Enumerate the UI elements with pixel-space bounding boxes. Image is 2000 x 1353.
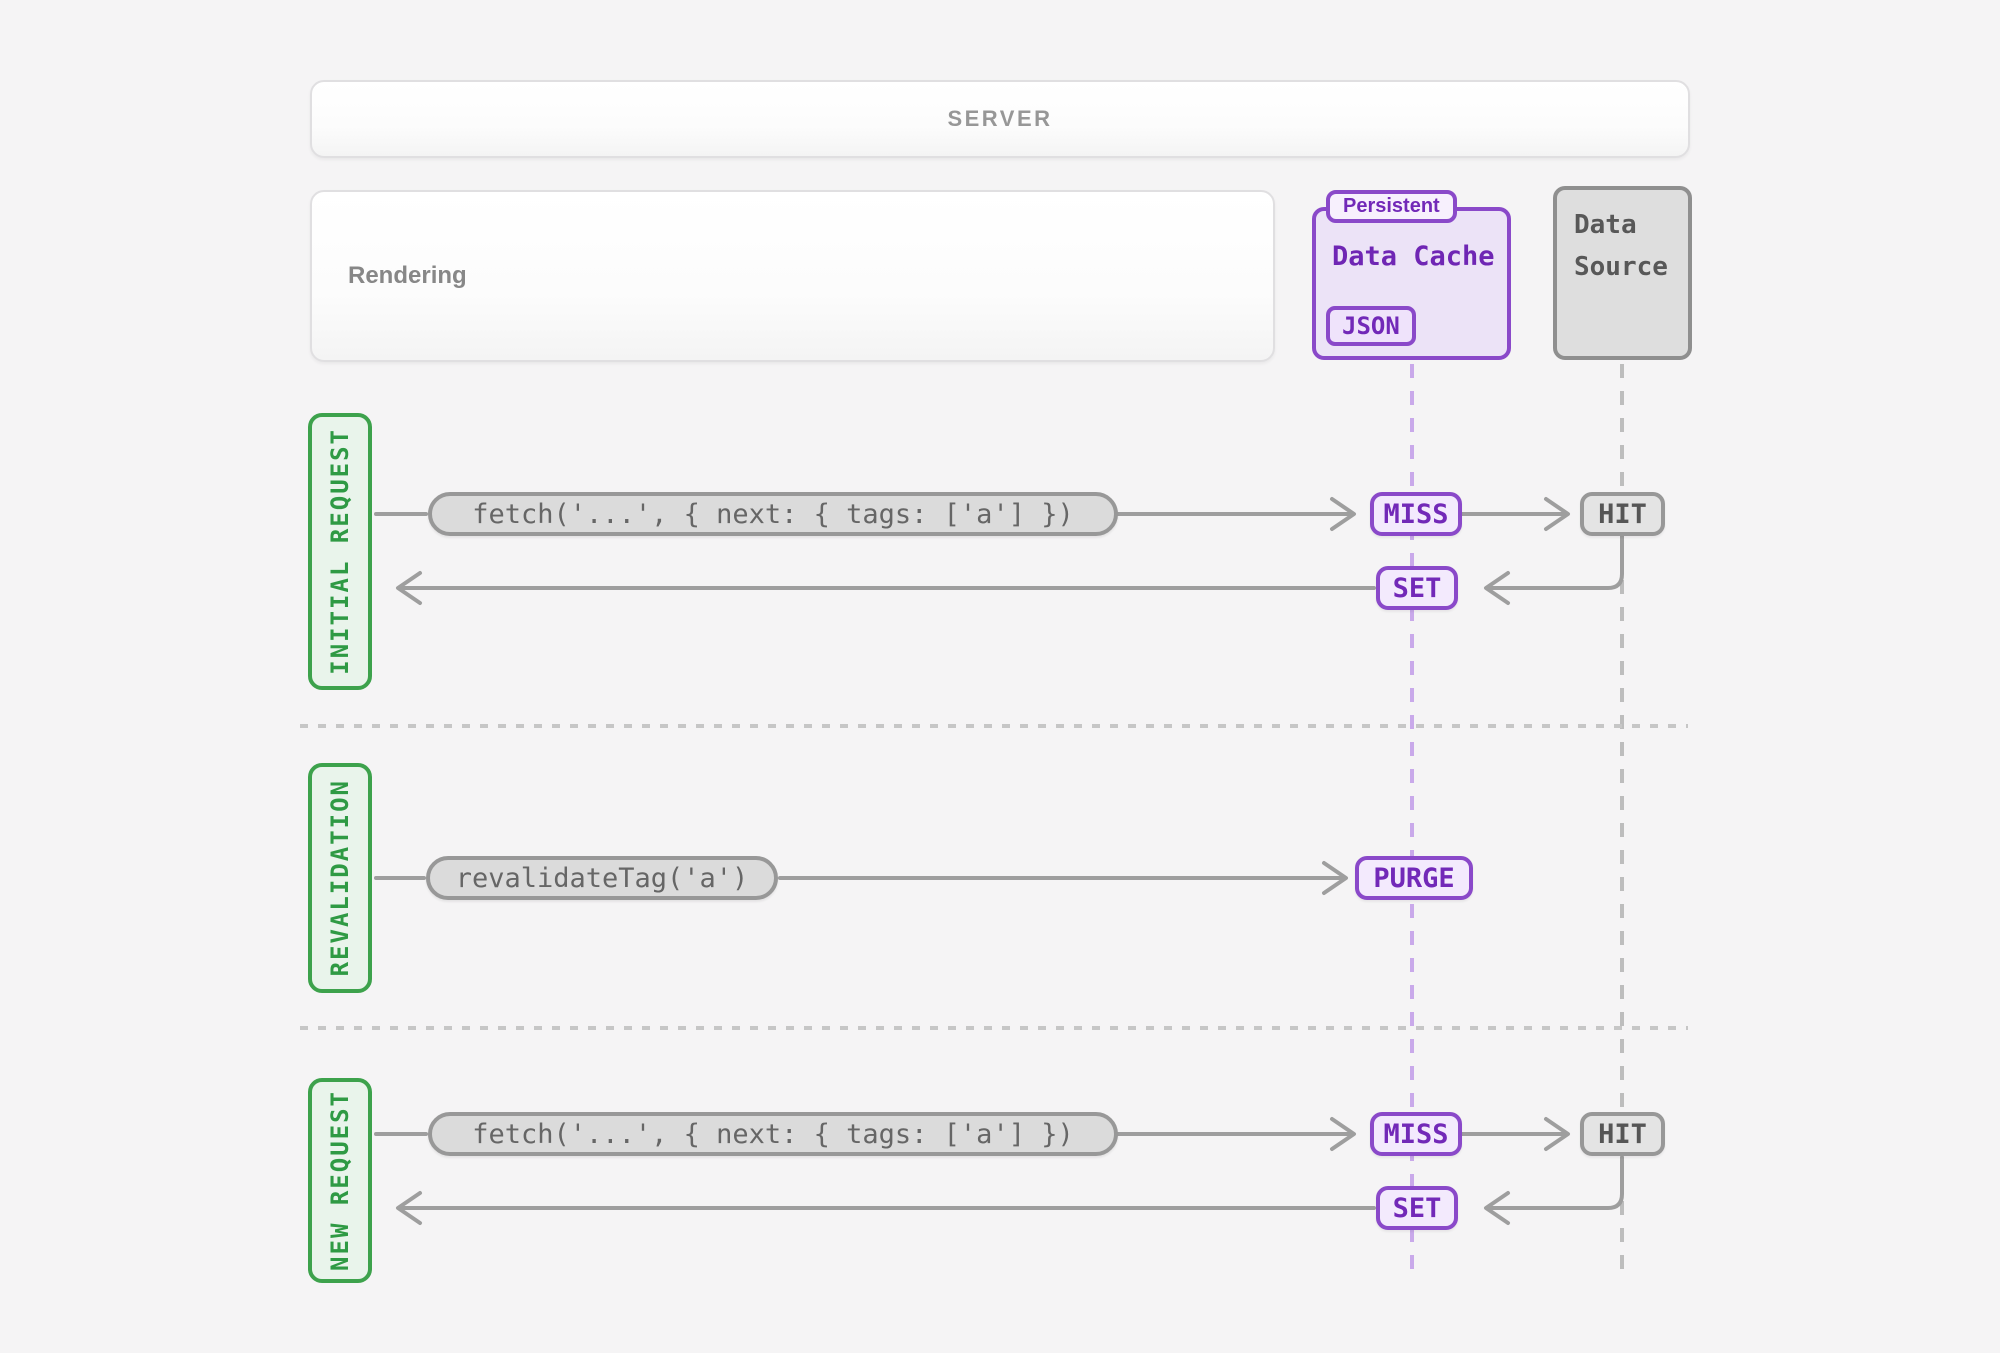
stage-label-text: NEW REQUEST (326, 1090, 354, 1271)
fetch-call-pill: fetch('...', { next: { tags: ['a'] }) (428, 492, 1118, 536)
data-cache-box: Persistent Data Cache JSON (1312, 190, 1511, 360)
revalidate-tag-pill: revalidateTag('a') (426, 856, 778, 900)
server-container: SERVER (310, 80, 1690, 158)
miss-badge: MISS (1370, 1112, 1462, 1156)
stage-label-text: INITIAL REQUEST (326, 428, 354, 675)
arrowhead-left-icon (1484, 571, 1510, 605)
arrowhead-left-icon (396, 571, 422, 605)
data-cache-title: Data Cache (1332, 241, 1495, 272)
arrowhead-right-icon (1322, 861, 1348, 895)
arrow-hit-to-set (1488, 534, 1624, 590)
stage-label-text: REVALIDATION (326, 779, 354, 977)
json-badge: JSON (1326, 306, 1416, 346)
arrowhead-right-icon (1544, 497, 1570, 531)
arrow-hit-to-set (1488, 1156, 1624, 1210)
miss-badge: MISS (1370, 492, 1462, 536)
set-badge: SET (1376, 566, 1458, 610)
arrowhead-right-icon (1330, 497, 1356, 531)
set-badge: SET (1376, 1186, 1458, 1230)
arrowhead-left-icon (396, 1191, 422, 1225)
rendering-label: Rendering (348, 262, 467, 289)
arrowhead-left-icon (1484, 1191, 1510, 1225)
hit-badge: HIT (1580, 1112, 1665, 1156)
stage-label-initial-request: INITIAL REQUEST (308, 413, 372, 690)
hit-badge: HIT (1580, 492, 1665, 536)
arrowhead-right-icon (1544, 1117, 1570, 1151)
arrowhead-right-icon (1330, 1117, 1356, 1151)
rendering-container: Rendering (310, 190, 1275, 362)
purge-badge: PURGE (1355, 856, 1473, 900)
data-source-box: Data Source (1553, 186, 1692, 360)
persistent-tag: Persistent (1326, 190, 1457, 223)
server-label: SERVER (947, 106, 1053, 131)
stage-label-revalidation: REVALIDATION (308, 763, 372, 993)
stage-label-new-request: NEW REQUEST (308, 1078, 372, 1283)
fetch-call-pill: fetch('...', { next: { tags: ['a'] }) (428, 1112, 1118, 1156)
